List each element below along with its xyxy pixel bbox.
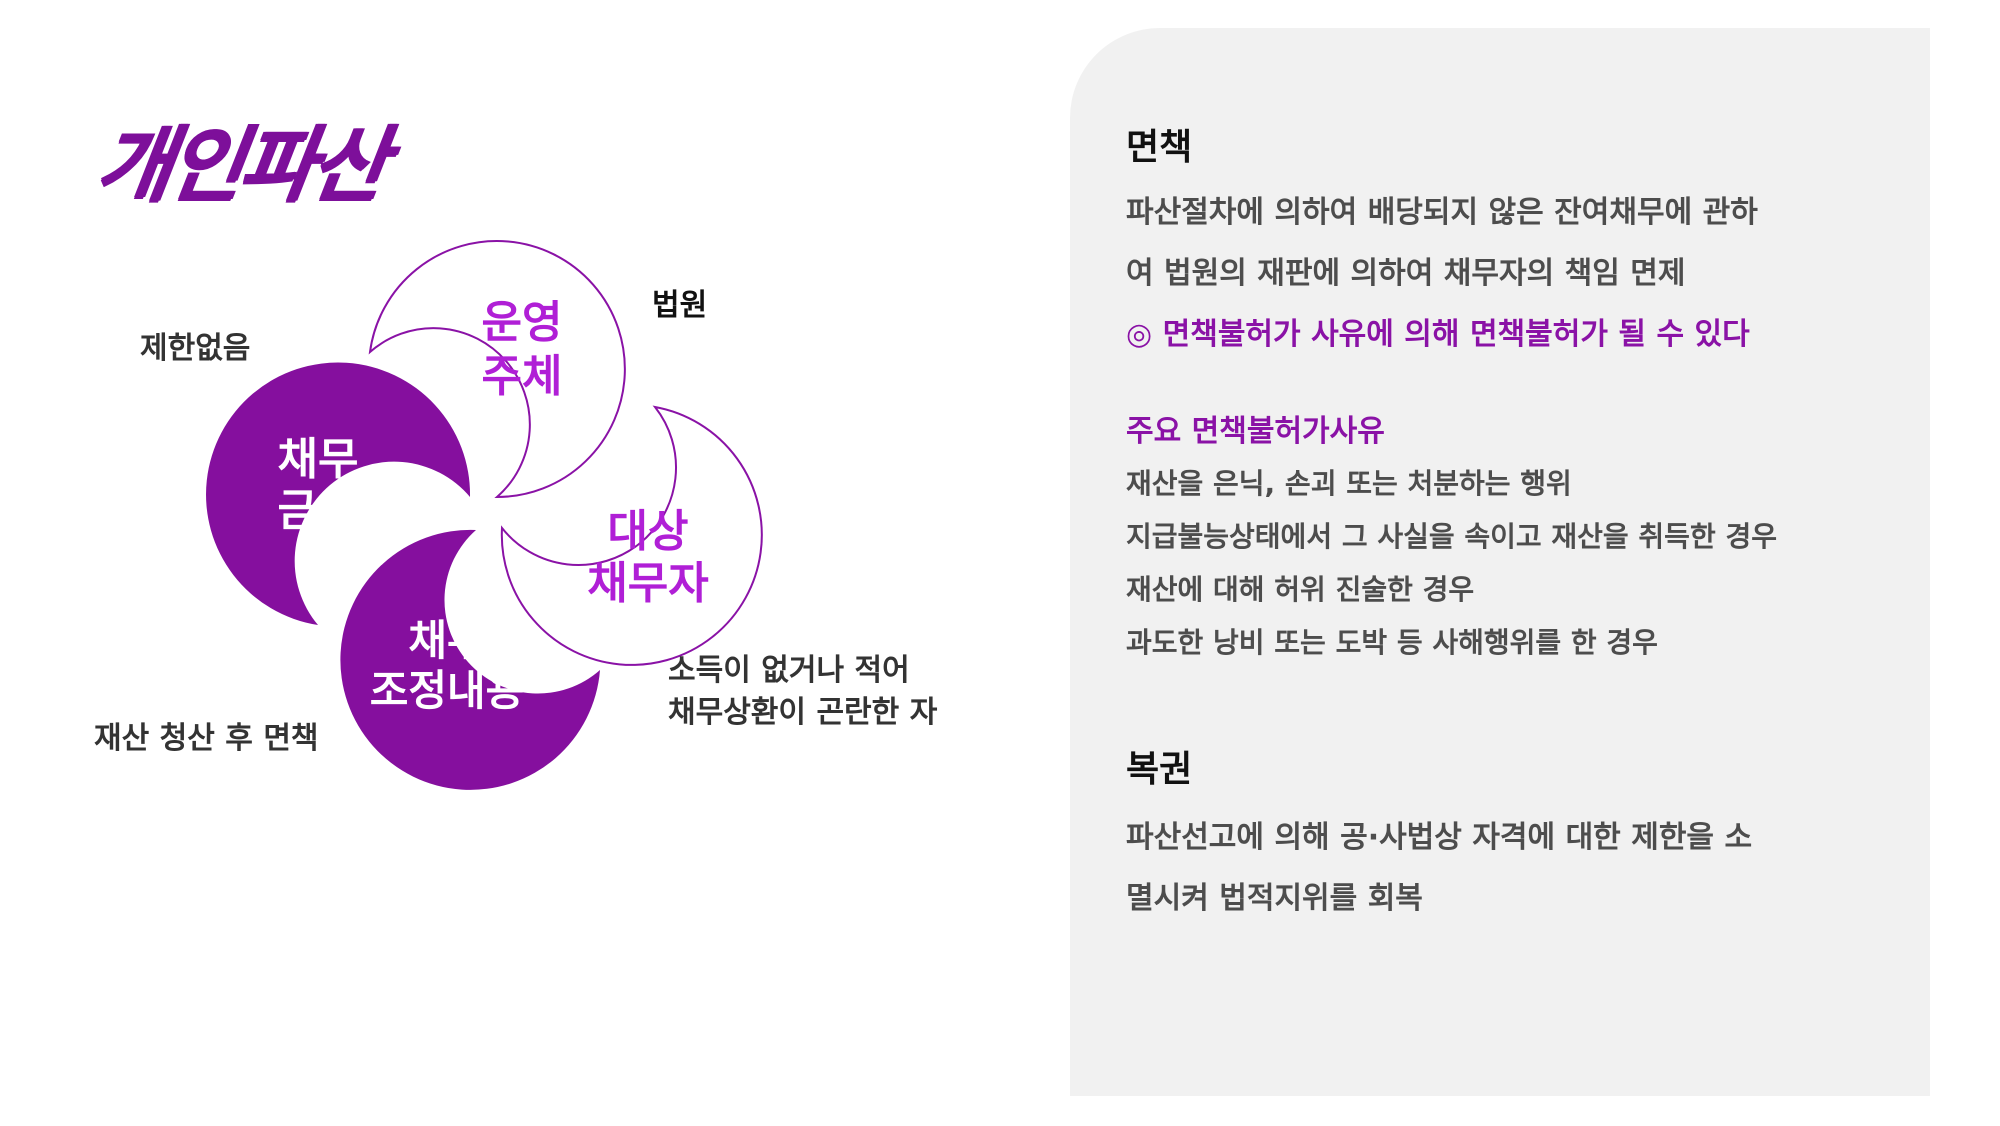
info-panel — [1070, 28, 1930, 1096]
venn-circle-debtor-line2: 채무자 — [587, 558, 708, 609]
restoration-heading: 복권 — [1126, 749, 1193, 790]
venn-circle-operator: 운영 주체 — [368, 240, 626, 499]
venn-circle-amount-line2: 금액 — [278, 485, 359, 536]
denial-reason-item: 재산에 대해 허위 진술한 경우 — [1126, 573, 1475, 606]
venn-diagram: 운영 주체 채무 금액 대상 채무자 채무 조정내용 — [206, 240, 763, 790]
venn-circle-adjustment-line1: 채무 — [408, 616, 485, 665]
denial-reason-item: 재산을 은닉, 손괴 또는 처분하는 행위 — [1126, 467, 1572, 500]
venn-circle-operator-line1: 운영 — [482, 297, 563, 348]
exemption-line2: 여 법원의 재판에 의하여 채무자의 책임 면제 — [1126, 256, 1686, 291]
label-exemption: 재산 청산 후 면책 — [94, 721, 319, 756]
restoration-line1: 파산선고에 의해 공·사법상 자격에 대한 제한을 소 — [1126, 820, 1753, 855]
denial-reason-item: 과도한 낭비 또는 도박 등 사해행위를 한 경우 — [1126, 626, 1658, 659]
venn-circle-debtor-line1: 대상 — [608, 506, 689, 557]
venn-circle-debtor: 대상 채무자 — [500, 405, 763, 666]
venn-circle-amount-line1: 채무 — [278, 434, 359, 485]
venn-circle-operator-line2: 주체 — [482, 351, 563, 402]
venn-circle-amount: 채무 금액 — [206, 362, 471, 625]
label-eligible-line2: 채무상환이 곤란한 자 — [668, 695, 938, 730]
restoration-line2: 멸시켜 법적지위를 회복 — [1126, 881, 1423, 916]
exemption-line1: 파산절차에 의하여 배당되지 않은 잔여채무에 관하 — [1126, 195, 1758, 230]
venn-circle-adjustment-line2: 조정내용 — [370, 666, 525, 715]
label-court: 법원 — [652, 288, 708, 323]
denial-reasons-heading: 주요 면책불허가사유 — [1126, 414, 1385, 449]
denial-reason-item: 지급불능상태에서 그 사실을 속이고 재산을 취득한 경우 — [1126, 520, 1777, 553]
exemption-note: ◎ 면책불허가 사유에 의해 면책불허가 될 수 있다 — [1126, 317, 1750, 352]
exemption-heading: 면책 — [1126, 127, 1193, 168]
label-no-limit: 제한없음 — [140, 331, 251, 366]
venn-circle-adjustment: 채무 조정내용 — [340, 529, 600, 790]
label-eligible-line1: 소득이 없거나 적어 — [668, 653, 910, 688]
